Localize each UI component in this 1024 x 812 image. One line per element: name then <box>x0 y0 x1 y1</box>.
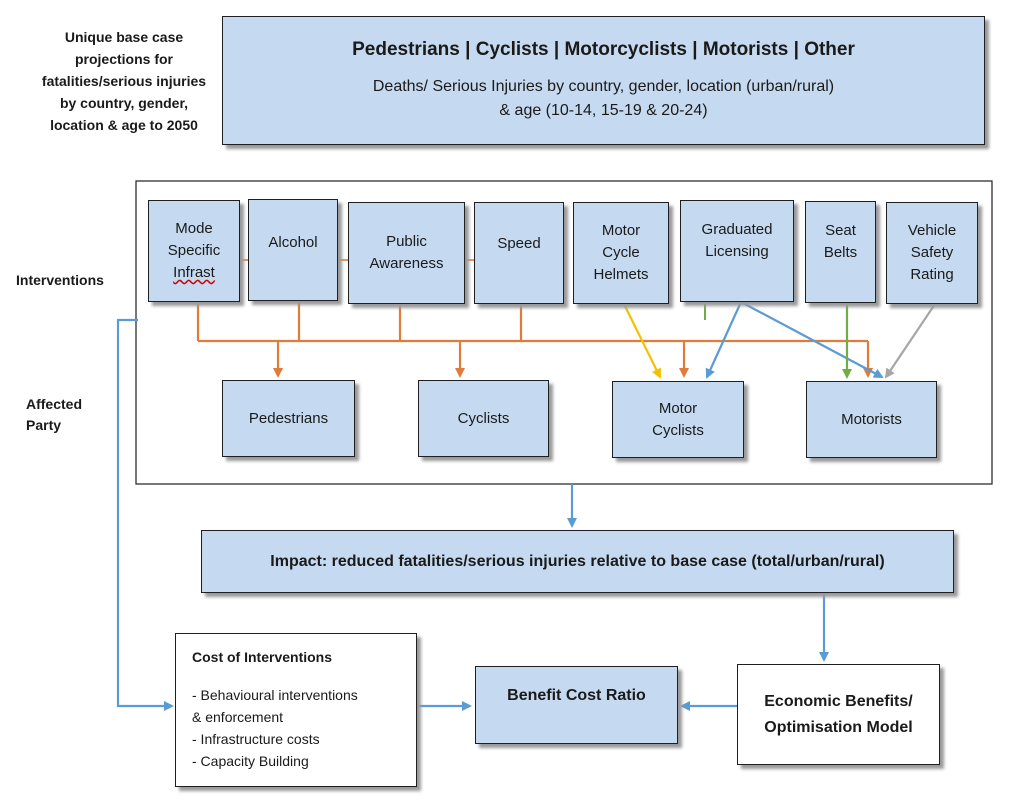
base-case-desc-line-2: & age (10-14, 15-19 & 20-24) <box>499 101 708 119</box>
intervention-vehicle-safety-rating: Vehicle Safety Rating <box>886 202 978 304</box>
party-motorists: Motorists <box>806 381 937 458</box>
intervention-public-awareness: Public Awareness <box>348 202 465 304</box>
party-pedestrians: Pedestrians <box>222 380 355 457</box>
intervention-alcohol: Alcohol <box>248 199 338 301</box>
licensing-to-motorists-arrow <box>740 301 884 378</box>
intervention-speed: Speed <box>474 202 564 304</box>
road-user-categories-title: Pedestrians | Cyclists | Motorcyclists |… <box>352 38 855 60</box>
cost-title: Cost of Interventions <box>192 649 333 665</box>
cost-of-interventions-box: Cost of Interventions - Behavioural inte… <box>175 633 417 787</box>
safety-rating-to-motorists-arrow <box>884 303 936 379</box>
intervention-motor-cycle-helmets: Motor Cycle Helmets <box>573 202 669 304</box>
party-motor-cyclists: Motor Cyclists <box>612 381 744 458</box>
economic-benefits-box: Economic Benefits/ Optimisation Model <box>737 664 940 765</box>
orange-bus <box>196 302 873 378</box>
affected-party-label: Affected Party <box>26 396 83 433</box>
interventions-to-cost-arrow <box>116 318 174 711</box>
impact-box: Impact: reduced fatalities/serious injur… <box>201 530 954 593</box>
base-case-desc-line-1: Deaths/ Serious Injuries by country, gen… <box>372 77 835 95</box>
base-case-note: Unique base case projections for fatalit… <box>41 29 207 133</box>
intervention-mode-specific-infrast: Mode Specific Infrast <box>148 200 240 302</box>
party-cyclists: Cyclists <box>418 380 549 457</box>
helmets-to-motorcyclists-arrow <box>623 303 661 379</box>
benefit-cost-ratio-box: Benefit Cost Ratio <box>475 666 678 744</box>
road-user-base-case-box: Pedestrians | Cyclists | Motorcyclists |… <box>222 16 985 145</box>
interventions-label: Interventions <box>16 272 104 288</box>
intervention-graduated-licensing: Graduated Licensing <box>680 200 794 302</box>
licensing-to-motorcyclists-arrow <box>705 301 743 379</box>
intervention-seat-belts: Seat Belts <box>805 201 876 303</box>
interventions-frame <box>135 180 993 485</box>
